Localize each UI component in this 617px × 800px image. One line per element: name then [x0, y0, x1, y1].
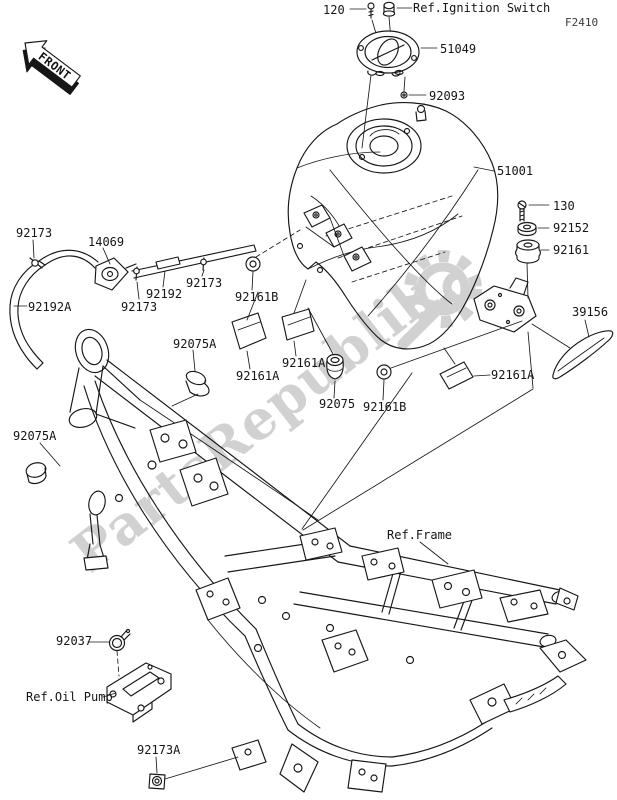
part-label-92173a: 92173A [137, 743, 181, 757]
part-label-92161: 92161 [553, 243, 590, 257]
part-label-120: 120 [323, 3, 345, 17]
ignition-switch-bolt-icon [382, 1, 413, 41]
part-label-92192: 92192 [146, 287, 183, 301]
part-label-92161b-2: 92161B [363, 400, 407, 414]
damper-92075-icon [307, 307, 344, 399]
damper-92075a-upper-icon [171, 349, 210, 407]
part-label-92075a-2: 92075A [13, 429, 57, 443]
damper-92161-icon [514, 239, 550, 299]
part-label-130: 130 [553, 199, 575, 213]
part-label-92173-1: 92173 [16, 226, 53, 240]
part-label-92161a-3: 92161A [491, 368, 535, 382]
fuel-cap-51049-icon [356, 30, 438, 149]
ref-label-frame: Ref.Frame [387, 528, 453, 542]
washer-92152-icon [517, 221, 550, 237]
part-label-92173-3: 92173 [186, 276, 223, 290]
damper-92075a-left-icon [25, 442, 61, 485]
pad-92161a-right-icon [439, 347, 491, 390]
grommet-92161b-upper-icon [245, 229, 301, 291]
clamp-92173a-icon [148, 756, 239, 790]
part-label-92161b-1: 92161B [235, 290, 279, 304]
pad-92161a-mid-icon [281, 279, 315, 357]
pad-92161a-left-icon [231, 291, 267, 370]
oil-pump-bracket-icon [102, 662, 172, 723]
front-arrow: FRONT [22, 40, 81, 96]
grommet-92161b-lower-icon [376, 320, 523, 401]
part-label-14069: 14069 [88, 235, 125, 249]
part-label-51049: 51049 [440, 42, 477, 56]
part-label-92161a-2: 92161A [282, 356, 326, 370]
tank-frame-locator-lines [301, 331, 534, 531]
part-label-92161a-1: 92161A [236, 369, 280, 383]
ref-label-ignition-switch: Ref.Ignition Switch [413, 1, 551, 15]
breather-hose-assembly [9, 239, 257, 370]
clamp-92037-icon [87, 628, 131, 677]
part-label-92093: 92093 [429, 89, 466, 103]
diagram-code: F2410 [565, 16, 599, 29]
washer-92093-icon [400, 76, 427, 99]
bolt-130-icon [517, 200, 550, 222]
part-label-39156: 39156 [572, 305, 609, 319]
part-label-92037: 92037 [56, 634, 93, 648]
part-label-51001: 51001 [497, 164, 534, 178]
frame-line-art [68, 328, 587, 793]
fuel-tank-51001 [287, 102, 537, 350]
part-label-92192a: 92192A [28, 300, 72, 314]
part-label-92075a-1: 92075A [173, 337, 217, 351]
part-label-92152: 92152 [553, 221, 590, 235]
ref-label-oil-pump: Ref.Oil Pump [26, 690, 113, 704]
part-label-92173-2: 92173 [121, 300, 158, 314]
side-pad-39156-icon [531, 319, 614, 380]
part-label-92075: 92075 [319, 397, 356, 411]
